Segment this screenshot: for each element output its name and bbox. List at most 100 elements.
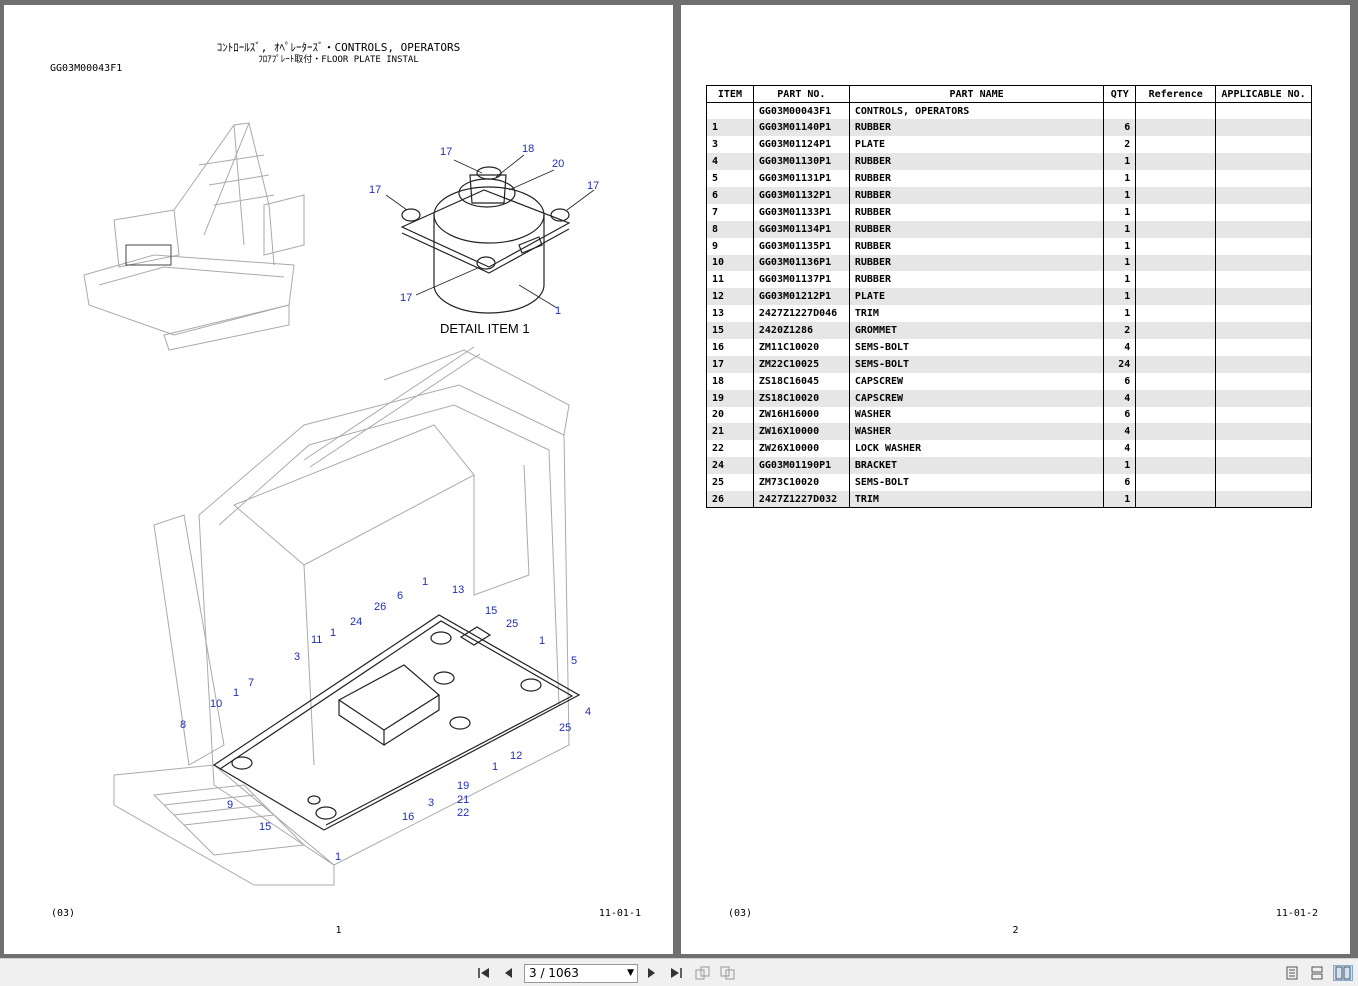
callout-label: 22: [457, 807, 469, 819]
table-cell: [1215, 457, 1312, 475]
page-footer-left: (03): [728, 908, 753, 919]
table-cell: GG03M01133P1: [752, 203, 850, 221]
table-cell: 11: [706, 271, 754, 289]
table-cell: 1: [1103, 254, 1137, 272]
table-cell: GG03M01130P1: [752, 153, 850, 171]
table-cell: 4: [706, 153, 754, 171]
callout-label: 3: [294, 651, 300, 663]
callout-label: 20: [552, 158, 564, 170]
table-cell: SEMS-BOLT: [848, 338, 1105, 356]
table-cell: [706, 102, 754, 120]
viewer-toolbar: 3 / 1063 ▼: [0, 958, 1358, 986]
prev-page-icon[interactable]: [500, 965, 516, 981]
table-cell: 19: [706, 389, 754, 407]
callout-label: 15: [485, 605, 497, 617]
table-cell: PLATE: [848, 288, 1105, 306]
table-cell: WASHER: [848, 423, 1105, 441]
table-cell: 12: [706, 288, 754, 306]
table-cell: RUBBER: [848, 254, 1105, 272]
table-cell: [1215, 170, 1312, 187]
callout-label: 21: [457, 794, 469, 806]
callout-label: 7: [248, 677, 254, 689]
table-cell: [1215, 305, 1312, 323]
table-cell: [1135, 457, 1217, 475]
callout-label: 1: [492, 761, 498, 773]
table-cell: GG03M01190P1: [752, 457, 850, 475]
table-cell: TRIM: [848, 305, 1105, 323]
table-cell: 17: [706, 355, 754, 373]
rotate-icon[interactable]: [695, 965, 711, 981]
callout-label: 4: [585, 706, 591, 718]
table-cell: [1135, 102, 1217, 120]
table-cell: PLATE: [848, 136, 1105, 154]
callout-label: 15: [259, 821, 271, 833]
column-header: QTY: [1103, 85, 1137, 103]
table-cell: 24: [706, 457, 754, 475]
table-cell: GG03M01212P1: [752, 288, 850, 306]
table-cell: [1215, 186, 1312, 204]
table-cell: CONTROLS, OPERATORS: [848, 102, 1105, 120]
table-cell: 1: [1103, 490, 1137, 509]
page-indicator-select[interactable]: 3 / 1063 ▼: [524, 964, 638, 983]
table-cell: GG03M01135P1: [752, 237, 850, 255]
callout-label: 17: [440, 146, 452, 158]
table-cell: 4: [1103, 440, 1137, 458]
table-cell: [1215, 271, 1312, 289]
table-cell: 25: [706, 474, 754, 491]
table-cell: 6: [1103, 119, 1137, 137]
rotate-alt-icon[interactable]: [720, 965, 736, 981]
callout-label: 10: [210, 698, 222, 710]
first-page-icon[interactable]: [476, 965, 492, 981]
table-cell: 4: [1103, 423, 1137, 441]
table-cell: [1215, 474, 1312, 491]
table-cell: [1215, 355, 1312, 373]
column-header: ITEM: [706, 85, 754, 103]
page-2: ITEM PART NO. PART NAME QTY Reference AP…: [681, 5, 1350, 954]
column-header: PART NO.: [752, 85, 850, 103]
table-cell: RUBBER: [848, 170, 1105, 187]
table-cell: 7: [706, 203, 754, 221]
table-cell: ZM73C10020: [752, 474, 850, 491]
callout-label: 1: [330, 627, 336, 639]
table-cell: ZW16X10000: [752, 423, 850, 441]
table-cell: 6: [1103, 474, 1137, 491]
table-cell: GG03M01132P1: [752, 186, 850, 204]
table-cell: [1135, 271, 1217, 289]
continuous-icon[interactable]: [1309, 965, 1325, 981]
callout-label: 16: [402, 811, 414, 823]
table-cell: [1215, 389, 1312, 407]
last-page-icon[interactable]: [668, 965, 684, 981]
table-cell: ZW26X10000: [752, 440, 850, 458]
table-cell: [1135, 119, 1217, 137]
next-page-icon[interactable]: [644, 965, 660, 981]
table-cell: 1: [1103, 186, 1137, 204]
callout-label: 18: [522, 143, 534, 155]
table-cell: 8: [706, 220, 754, 238]
callout-label: 17: [587, 180, 599, 192]
page-title: ｺﾝﾄﾛｰﾙｽﾞ, ｵﾍﾟﾚｰﾀｰｽﾞ・CONTROLS, OPERATORS: [216, 41, 461, 54]
table-cell: [1135, 440, 1217, 458]
table-cell: [1135, 288, 1217, 306]
table-cell: 16: [706, 338, 754, 356]
table-cell: RUBBER: [848, 119, 1105, 137]
table-cell: [1135, 389, 1217, 407]
chevron-down-icon: ▼: [627, 968, 634, 978]
table-cell: 1: [1103, 220, 1137, 238]
table-cell: 4: [1103, 389, 1137, 407]
facing-pages-icon[interactable]: [1333, 965, 1353, 981]
table-cell: 22: [706, 440, 754, 458]
callout-label: 6: [397, 590, 403, 602]
table-cell: [1215, 119, 1312, 137]
table-cell: [1215, 423, 1312, 441]
table-cell: [1215, 254, 1312, 272]
table-cell: RUBBER: [848, 237, 1105, 255]
single-page-icon[interactable]: [1284, 965, 1300, 981]
